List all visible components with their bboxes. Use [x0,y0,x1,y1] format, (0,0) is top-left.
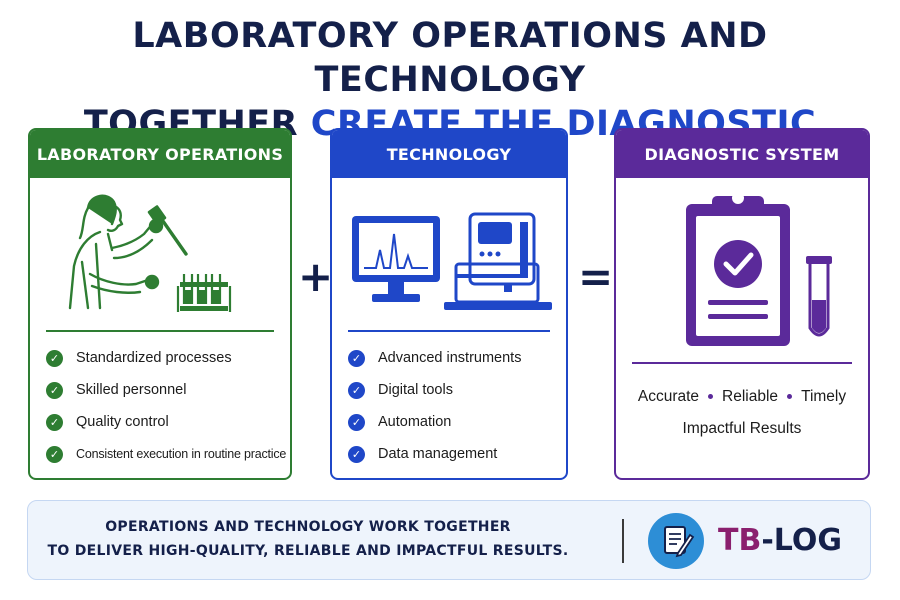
diagnostic-result: Impactful Results [682,420,802,437]
list-item: ✓Skilled personnel [46,374,286,406]
document-pen-icon [648,513,704,569]
check-circle-icon: ✓ [348,381,365,399]
clipboard-check-icon [686,192,832,346]
technology-panel: TECHNOLOGY ✓Advanced instruments ✓Digita… [330,128,568,480]
list-item: ✓Consistent execution in routine practic… [46,438,286,470]
list-item: ✓Data management [348,438,562,470]
check-circle-icon: ✓ [46,413,63,431]
scientist-pipette-icon [68,194,232,312]
check-circle-icon: ✓ [46,445,63,463]
check-circle-icon: ✓ [348,413,365,431]
list-item: ✓Quality control [46,406,286,438]
title-line-1: LABORATORY OPERATIONS AND TECHNOLOGY [132,16,768,100]
check-circle-icon: ✓ [46,349,63,367]
check-circle-icon: ✓ [46,381,63,399]
banner-divider [622,519,624,563]
banner-line-1: OPERATIONS AND TECHNOLOGY WORK TOGETHER [105,519,511,535]
technology-header: TECHNOLOGY [332,130,566,178]
technology-list: ✓Advanced instruments ✓Digital tools ✓Au… [348,342,562,470]
test-tubes-icon [176,274,232,312]
banner-line-2: TO DELIVER HIGH-QUALITY, RELIABLE AND IM… [47,543,569,559]
operations-header: LABORATORY OPERATIONS [30,130,290,178]
monitor-chart-icon [352,212,552,310]
operations-divider [46,330,274,332]
equals-operator: = [578,252,614,301]
banner-message: OPERATIONS AND TECHNOLOGY WORK TOGETHER … [28,515,588,563]
diagnostic-header: DIAGNOSTIC SYSTEM [616,130,868,178]
diagnostic-divider [632,362,852,364]
brand-logo: TB-LOG [718,523,842,558]
list-item: ✓Advanced instruments [348,342,562,374]
list-item: ✓Digital tools [348,374,562,406]
summary-banner: OPERATIONS AND TECHNOLOGY WORK TOGETHER … [27,500,871,580]
plus-operator: + [298,252,334,301]
check-circle-icon: ✓ [348,349,365,367]
operations-list: ✓Standardized processes ✓Skilled personn… [46,342,286,470]
technology-divider [348,330,550,332]
sample-tube-icon [806,256,832,337]
list-item: ✓Automation [348,406,562,438]
check-circle-icon: ✓ [348,445,365,463]
list-item: ✓Standardized processes [46,342,286,374]
operations-panel: LABORATORY OPERATIONS [28,128,292,480]
lab-instrument-icon [444,212,552,310]
